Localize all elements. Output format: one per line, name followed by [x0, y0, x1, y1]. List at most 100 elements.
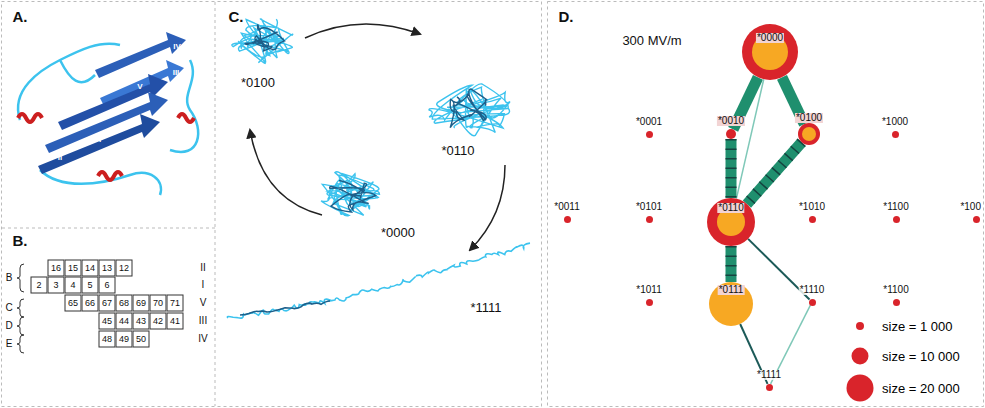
transition-edge	[731, 139, 732, 198]
state-label: *1111	[470, 301, 501, 314]
state-node	[646, 131, 653, 138]
brace-letter: C	[5, 303, 12, 313]
state-circle	[726, 129, 736, 139]
residue-cell: 16	[48, 260, 65, 277]
protein-chain	[321, 172, 379, 216]
residue-cell: 70	[150, 295, 167, 312]
transition-line	[726, 139, 737, 198]
population-circle	[893, 299, 900, 306]
state-circle	[766, 384, 773, 391]
protein-chain	[429, 84, 510, 136]
protein-chain	[245, 24, 285, 50]
population-core	[802, 127, 816, 141]
state-label: *0110	[441, 144, 474, 157]
residue-cell: 4	[65, 277, 82, 294]
state-label: *1110	[799, 285, 826, 295]
residue-cell: 2	[31, 277, 48, 294]
legend-text: size = 1 000	[882, 320, 952, 333]
state-node	[892, 131, 899, 138]
state-circle	[646, 216, 653, 223]
population-circle	[646, 216, 653, 223]
panel-letter: D.	[559, 9, 574, 24]
state-node	[646, 216, 653, 223]
population-circle	[646, 299, 653, 306]
legend-text: size = 10 000	[882, 350, 960, 363]
strand-label: IV	[198, 334, 207, 344]
state-label: *0111	[718, 285, 745, 295]
state-label: *1011	[635, 285, 662, 295]
population-core	[752, 34, 788, 70]
state-label: *0010	[717, 116, 745, 126]
state-node	[564, 216, 571, 223]
population-circle	[892, 131, 899, 138]
legend-circle	[847, 375, 874, 402]
state-circle	[893, 216, 900, 223]
transition-line	[736, 79, 763, 198]
transition-edge	[747, 142, 802, 204]
population-circle	[973, 216, 980, 223]
protein-chain	[232, 19, 293, 64]
strand-label: V	[200, 298, 207, 308]
residue-cell: 43	[133, 313, 150, 330]
state-node	[973, 216, 980, 223]
strand-label: IV	[173, 43, 181, 51]
state-label: *0100	[795, 113, 823, 123]
population-circle	[809, 299, 816, 306]
bracket	[17, 264, 24, 353]
state-circle	[646, 131, 653, 138]
state-circle	[809, 299, 816, 306]
state-label: *0000	[381, 226, 415, 239]
state-label: *0000	[756, 33, 784, 43]
residue-cell: 44	[116, 313, 133, 330]
brace-letter: D	[5, 321, 12, 331]
state-label: *1100	[882, 285, 909, 295]
residue-cell: 48	[99, 331, 116, 348]
panel-letter: C.	[229, 9, 244, 24]
population-circle	[646, 131, 653, 138]
protein-chain	[227, 298, 340, 318]
population-circle	[707, 198, 755, 246]
protein-chain	[330, 181, 376, 213]
state-label: *1000	[881, 117, 909, 127]
state-circle	[893, 299, 900, 306]
panel-border	[548, 2, 984, 407]
residue-cell: 49	[116, 331, 133, 348]
population-circle	[564, 216, 571, 223]
panel-divider	[2, 228, 215, 229]
state-label: *0001	[635, 117, 663, 127]
state-circle	[564, 216, 571, 223]
field-label: 300 MV/m	[622, 34, 681, 47]
state-node	[893, 216, 900, 223]
transition-hatch	[747, 142, 802, 204]
state-node	[766, 384, 773, 391]
population-circle	[798, 123, 820, 145]
residue-cell: 6	[99, 277, 116, 294]
residue-cell: 71	[167, 295, 184, 312]
state-label: *0011	[553, 202, 580, 212]
panel-letter: B.	[13, 233, 28, 248]
protein-chain	[450, 89, 487, 128]
residue-cell: 12	[116, 260, 133, 277]
brace-letter: B	[6, 273, 13, 283]
cycle-arrow	[250, 24, 505, 250]
residue-cell: 66	[82, 295, 99, 312]
protein-chain	[340, 243, 530, 301]
panel-letter: A.	[13, 9, 28, 24]
strand-label: I	[202, 280, 205, 290]
state-circle	[809, 216, 816, 223]
brace-letter: E	[6, 339, 13, 349]
state-label: *1010	[798, 202, 826, 212]
protein-ribbon	[18, 32, 198, 195]
population-circle	[809, 216, 816, 223]
state-label: *0110	[717, 203, 744, 213]
legend-text: size = 20 000	[882, 382, 960, 395]
state-label: *0101	[635, 202, 663, 212]
state-label: *100	[959, 202, 982, 212]
state-node	[726, 129, 736, 139]
residue-cell: 15	[65, 260, 82, 277]
residue-cell: 3	[48, 277, 65, 294]
transition-edge	[731, 246, 732, 282]
state-circle	[892, 131, 899, 138]
strand-label: III	[199, 316, 207, 326]
state-label: *0100	[241, 76, 275, 89]
